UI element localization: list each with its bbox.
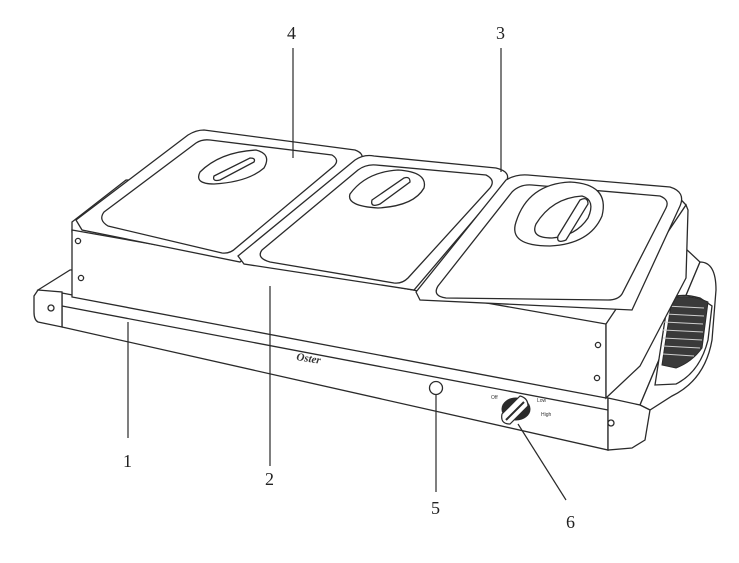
callout-1: 1	[123, 451, 132, 471]
knob-label-high: High	[541, 412, 552, 418]
indicator-light	[428, 380, 444, 396]
knob-label-low: Low	[537, 398, 547, 404]
right-handle-grip	[661, 296, 709, 369]
callout-leaders	[127, 48, 567, 501]
temperature-control-knob[interactable]: Off Low High	[491, 395, 552, 425]
callout-2: 2	[265, 469, 274, 489]
knob-label-off: Off	[491, 395, 498, 401]
callout-5: 5	[431, 498, 440, 518]
callout-6: 6	[566, 512, 575, 532]
pan-right	[415, 174, 683, 311]
callout-3: 3	[496, 23, 505, 43]
brand-logo: Oster	[296, 351, 323, 367]
callout-4: 4	[287, 23, 296, 43]
pan-middle	[237, 154, 509, 291]
